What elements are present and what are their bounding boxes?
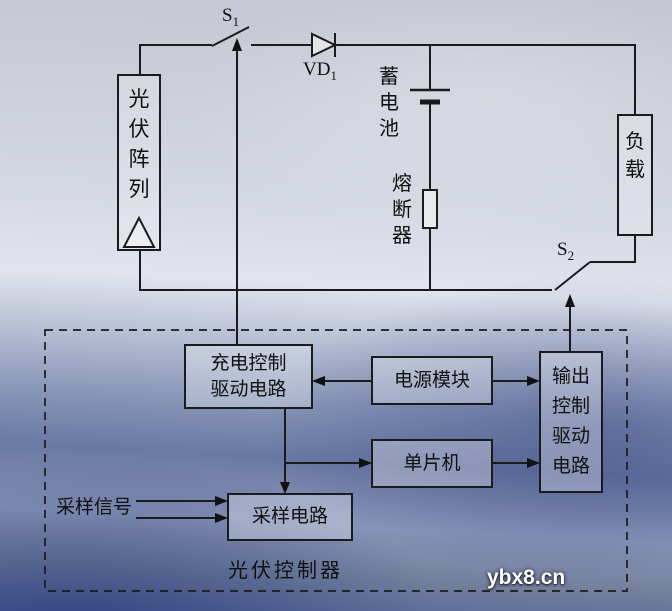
arrow-to-s1 bbox=[232, 38, 242, 51]
arrow-mcu-to-output bbox=[527, 458, 540, 468]
mcu-text: 单片机 bbox=[403, 452, 461, 474]
arrow-to-s2 bbox=[565, 294, 575, 307]
wire-load-to-s2 bbox=[590, 235, 636, 263]
diode-vd1 bbox=[311, 32, 338, 58]
load-label: 负载 bbox=[625, 131, 645, 181]
sampling-circuit-text: 采样电路 bbox=[251, 506, 328, 527]
switch-s1-label: S1 bbox=[222, 5, 240, 29]
power-module-label: 电源模块 bbox=[372, 357, 492, 404]
pv-array-label: 光伏阵列 bbox=[128, 87, 150, 201]
charge-drive-label: 充电控制 驱动电路 bbox=[185, 345, 312, 408]
charge-drive-box bbox=[184, 344, 313, 409]
diode-vd1-label: VD1 bbox=[303, 59, 337, 83]
watermark-text: ybx8.cn bbox=[487, 566, 566, 589]
sampling-box bbox=[227, 493, 353, 541]
output-drive-box bbox=[539, 351, 603, 493]
mcu-label: 单片机 bbox=[372, 440, 492, 487]
controller-caption: 光伏控制器 bbox=[228, 560, 343, 582]
charge-drive-line-1: 充电控制 bbox=[210, 352, 287, 374]
charge-drive-line-2: 驱动电路 bbox=[210, 378, 287, 400]
wire-diode-to-load bbox=[335, 44, 636, 115]
arrow-signal-2 bbox=[215, 513, 228, 523]
output-drive-label: 输出 控制 驱动 电路 bbox=[540, 352, 602, 492]
sampling-signal-label: 采样信号 bbox=[56, 497, 133, 518]
arrow-to-sampling-top bbox=[280, 482, 290, 494]
arrow-power-to-output bbox=[527, 376, 540, 386]
arrow-to-charge-box bbox=[312, 376, 325, 386]
sampling-circuit-label: 采样电路 bbox=[228, 494, 352, 540]
wire-pv-to-s1 bbox=[139, 44, 212, 75]
output-drive-line-4: 电路 bbox=[551, 456, 590, 477]
switch-s2-blade bbox=[554, 261, 591, 291]
fuse-label: 熔断器 bbox=[392, 173, 412, 247]
output-drive-line-1: 输出 bbox=[551, 366, 590, 387]
pv-array-box bbox=[117, 74, 161, 251]
arrowheads bbox=[215, 38, 575, 523]
arrow-to-mcu bbox=[359, 458, 372, 468]
arrow-signal-1 bbox=[215, 496, 228, 506]
pv-array-symbol bbox=[122, 215, 156, 248]
switch-s1-blade bbox=[211, 26, 250, 47]
switch-s2-label: S2 bbox=[557, 239, 575, 263]
battery-label: 蓄电池 bbox=[379, 66, 399, 140]
output-drive-line-3: 驱动 bbox=[551, 426, 590, 447]
output-drive-line-2: 控制 bbox=[551, 396, 590, 417]
controller-dashed-box bbox=[44, 329, 628, 592]
power-module-text: 电源模块 bbox=[393, 369, 470, 391]
load-box bbox=[617, 114, 653, 236]
power-module-box bbox=[371, 356, 493, 405]
wire-bottom bbox=[139, 250, 552, 291]
fuse-symbol bbox=[422, 189, 438, 229]
